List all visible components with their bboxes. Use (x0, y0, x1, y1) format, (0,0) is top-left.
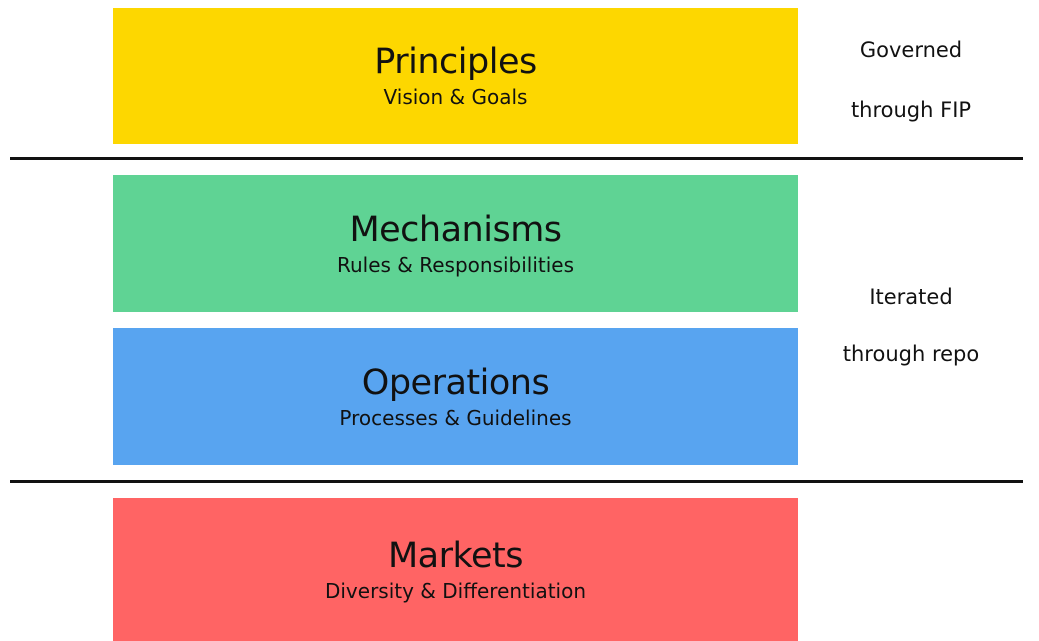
layer-title: Principles (374, 42, 537, 82)
layer-subtitle: Diversity & Differentiation (324, 578, 587, 603)
layer-title: Mechanisms (349, 209, 562, 250)
layer-subtitle: Processes & Guidelines (339, 405, 572, 430)
layer-subtitle: Vision & Goals (383, 85, 528, 109)
governed-label-line2: through FIP (850, 98, 972, 122)
divider-line (10, 157, 1023, 160)
layer-principles: Principles Vision & Goals (113, 8, 798, 144)
layer-operations: Operations Processes & Guidelines (113, 328, 798, 465)
layer-markets: Markets Diversity & Differentiation (113, 498, 798, 641)
layer-title: Markets (387, 535, 524, 576)
layer-title: Operations (361, 362, 550, 403)
layer-mechanisms: Mechanisms Rules & Responsibilities (113, 175, 798, 312)
iterated-label-line2: through repo (842, 342, 980, 366)
divider-line (10, 480, 1023, 483)
iterated-label-line1: Iterated (869, 285, 953, 309)
layer-subtitle: Rules & Responsibilities (336, 252, 575, 277)
governed-label-line1: Governed (859, 38, 963, 62)
